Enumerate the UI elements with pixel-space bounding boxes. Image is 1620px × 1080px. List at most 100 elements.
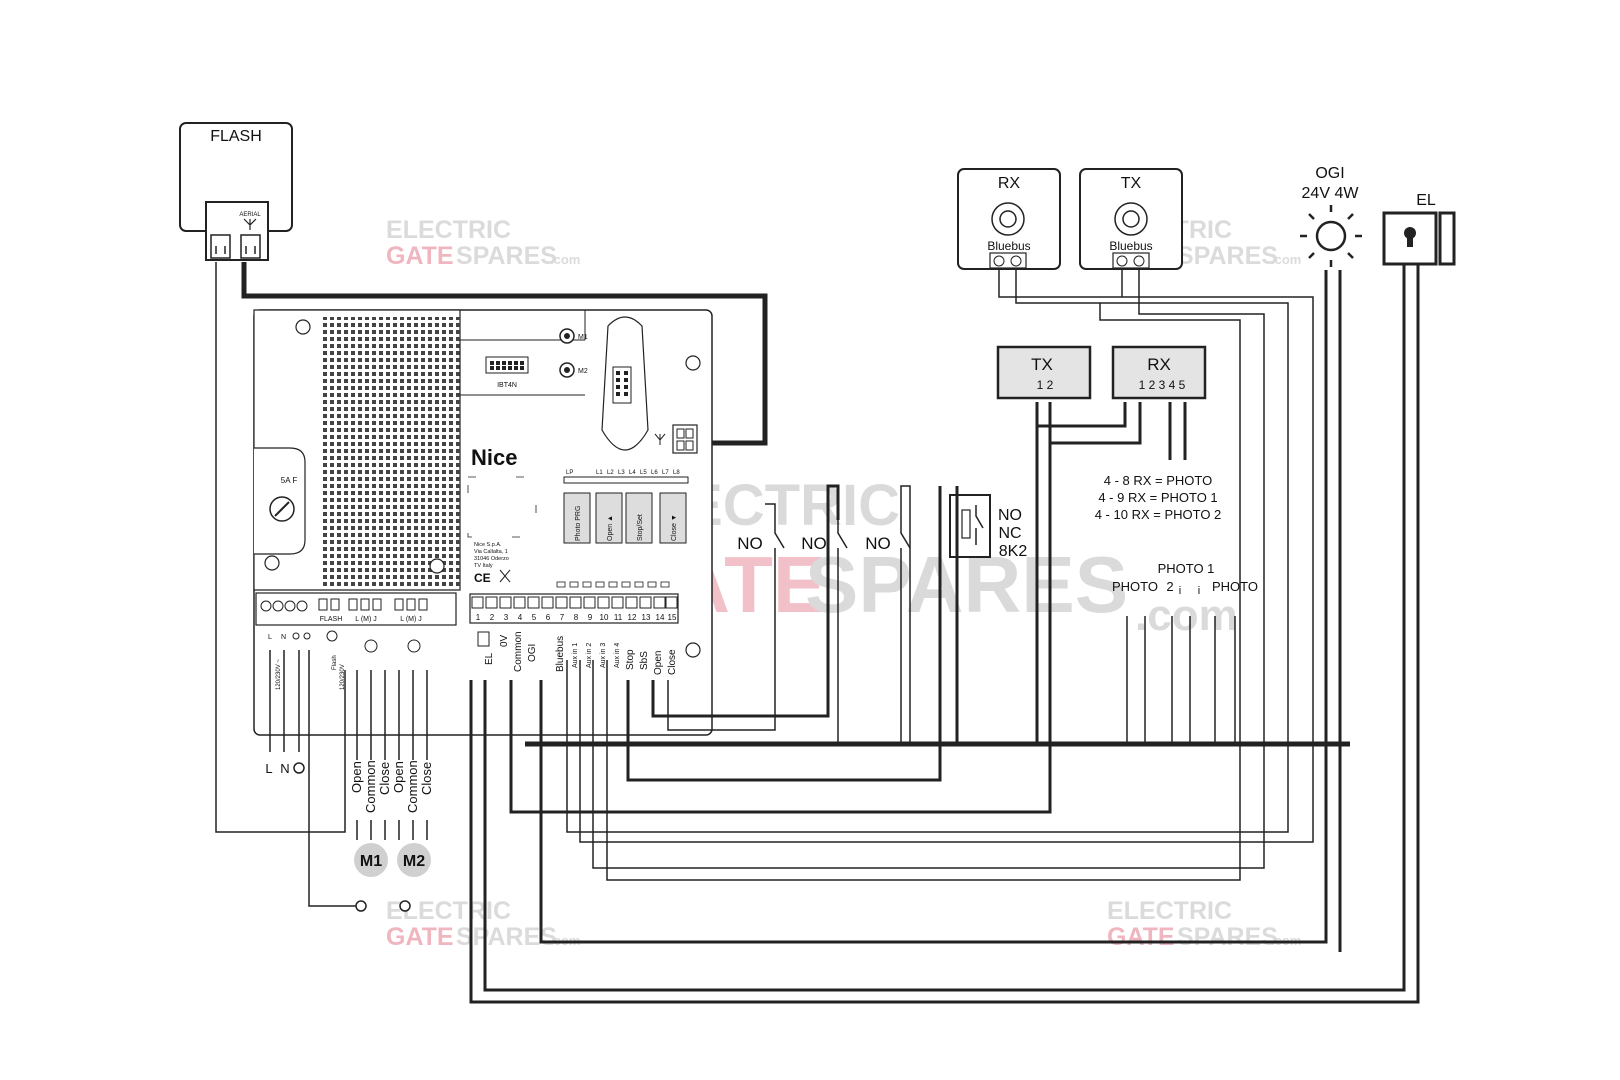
svg-text:12: 12 — [628, 613, 637, 622]
svg-text:i: i — [1179, 585, 1181, 597]
svg-text:4: 4 — [518, 613, 523, 622]
terminal-stop: Stop — [625, 649, 636, 670]
motor2-block-label: L (M) J — [400, 616, 422, 623]
svg-text:Close: Close — [419, 762, 434, 795]
lamp-icon — [1315, 220, 1347, 252]
stop-no: NO — [998, 507, 1022, 524]
motor2-icon — [407, 639, 421, 653]
svg-text:SPARES: SPARES — [456, 242, 557, 270]
m2-jack-label: M2 — [578, 368, 588, 375]
button-stop-set: Stop/Set — [637, 514, 644, 541]
photo1-label: PHOTO 1 — [1158, 561, 1215, 576]
svg-text:L5: L5 — [640, 470, 647, 476]
svg-text:10: 10 — [600, 613, 609, 622]
earth-icon — [399, 900, 411, 912]
board-antenna-icon — [654, 433, 666, 445]
flash-terminal-label: Flash — [332, 655, 338, 670]
svg-text:GATE: GATE — [386, 923, 454, 951]
motor1-block-label: L (M) J — [355, 616, 377, 623]
ce-mark: CE — [474, 571, 491, 585]
svg-text:GATE: GATE — [386, 242, 454, 270]
terminal-common: Common — [513, 631, 524, 672]
terminal-aux1: Aux in 1 — [572, 643, 579, 668]
button-photo-prg: Photo PRG — [575, 506, 582, 541]
photo-notes: 4 - 8 RX = PHOTO 4 - 9 RX = PHOTO 1 4 - … — [1095, 473, 1222, 522]
svg-text:L6: L6 — [651, 470, 658, 476]
mains-voltage-label: 120/230V ~ — [276, 659, 282, 690]
photo-note-2: 4 - 9 RX = PHOTO 1 — [1098, 490, 1217, 505]
svg-text:L8: L8 — [673, 470, 680, 476]
photo-note-3: 4 - 10 RX = PHOTO 2 — [1095, 507, 1222, 522]
motor-m2: M2 — [397, 843, 431, 912]
svg-text:6: 6 — [546, 613, 551, 622]
mains-l: L — [265, 761, 272, 776]
svg-text:.com: .com — [1135, 591, 1238, 640]
control-board: 5A F IBT4N M1 M2 Nice — [253, 309, 713, 736]
svg-text:Common: Common — [405, 760, 420, 813]
button-open: Open ▲ — [607, 515, 614, 541]
photo-tx-title: TX — [1031, 355, 1053, 374]
contact-aux2-no: NO — [801, 534, 827, 553]
stop-nc: NC — [998, 525, 1021, 542]
svg-text:ELECTRIC: ELECTRIC — [386, 216, 511, 244]
photo-tx-terminals: 1 2 — [1037, 378, 1054, 392]
nice-logo: Nice — [471, 445, 517, 470]
photo-rx: RX 1 2 3 4 5 — [1111, 345, 1207, 400]
svg-text:L1: L1 — [596, 470, 603, 476]
flash-unit: FLASH AERIAL — [179, 122, 293, 261]
earth-icon — [292, 632, 300, 640]
contacts: NO NO NO — [737, 520, 911, 568]
svg-text:13: 13 — [642, 613, 651, 622]
photo-label: PHOTO — [1112, 579, 1158, 594]
flash-voltage-label: 120/230V — [340, 664, 346, 690]
address-line-4: TV Italy — [474, 563, 493, 569]
stop-contact: NO NC 8K2 — [949, 494, 1027, 560]
wiring — [215, 262, 1420, 1004]
terminal-el: EL — [484, 652, 495, 665]
contact-aux3-no: NO — [865, 534, 891, 553]
svg-text:15: 15 — [668, 613, 677, 622]
svg-text:14: 14 — [656, 613, 665, 622]
svg-text:2: 2 — [490, 613, 495, 622]
bluebus-rx-label: Bluebus — [987, 239, 1030, 253]
antenna-icon — [243, 218, 257, 230]
earth-icon — [355, 900, 367, 912]
svg-text:L4: L4 — [629, 470, 636, 476]
earth-icon — [303, 632, 311, 640]
svg-text:L2: L2 — [607, 470, 614, 476]
motor-m1: M1 — [354, 843, 388, 912]
terminal-bluebus: Bluebus — [555, 636, 566, 672]
el-title: EL — [1416, 192, 1436, 209]
el-terminal-icon — [477, 631, 490, 647]
svg-text:3: 3 — [504, 613, 509, 622]
svg-text:Open: Open — [349, 761, 364, 793]
photo-rx-terminals: 1 2 3 4 5 — [1139, 378, 1186, 392]
ibt-connector-pins — [490, 361, 524, 370]
earth-icon — [293, 762, 305, 774]
lp-label: LP — [566, 470, 573, 476]
terminal-close: Close — [667, 649, 678, 675]
photo-right-label: PHOTO — [1212, 579, 1258, 594]
photo-labels: PHOTO 1 PHOTO 2 PHOTO i i — [1112, 561, 1258, 597]
electric-lock: EL — [1382, 192, 1456, 266]
ibt-label: IBT4N — [497, 382, 517, 389]
ogi-lamp: OGI 24V 4W — [1300, 165, 1362, 267]
photo-rx-title: RX — [1147, 355, 1171, 374]
svg-text:L7: L7 — [662, 470, 669, 476]
photo-note-1: 4 - 8 RX = PHOTO — [1104, 473, 1213, 488]
terminal-aux4: Aux in 4 — [614, 643, 621, 668]
terminal-ogi: OGI — [527, 644, 538, 662]
bluebus-tx-label: Bluebus — [1109, 239, 1152, 253]
contact-aux1-no: NO — [737, 534, 763, 553]
svg-text:SPARES: SPARES — [1177, 923, 1278, 951]
address-line-3: 31046 Oderzo — [474, 556, 509, 562]
svg-text:5: 5 — [532, 613, 537, 622]
motor-m2-label: M2 — [403, 853, 425, 870]
flash-title: FLASH — [210, 128, 262, 145]
svg-text:L3: L3 — [618, 470, 625, 476]
address-line-1: Nice S.p.A. — [474, 542, 502, 548]
svg-text:Common: Common — [363, 760, 378, 813]
led-labels: L1 L2 L3 L4 L5 L6 L7 L8 — [596, 470, 680, 476]
svg-text:8: 8 — [574, 613, 579, 622]
